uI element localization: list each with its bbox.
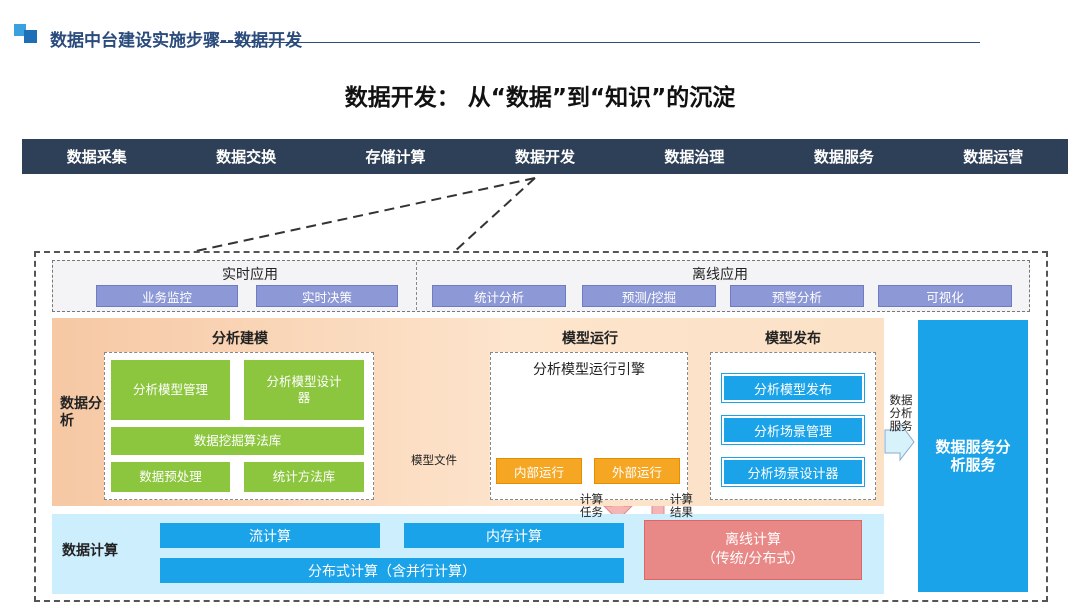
publishing-title: 模型发布 xyxy=(765,331,821,347)
detail-frame xyxy=(34,251,1048,602)
model-mgmt-cell: 分析模型管理 xyxy=(111,360,230,420)
external-run-chip: 外部运行 xyxy=(594,458,680,484)
distributed-compute-chip: 分布式计算（含并行计算） xyxy=(160,558,624,583)
application-divider xyxy=(416,262,417,310)
engine-title: 分析模型运行引擎 xyxy=(533,362,645,378)
scene-designer-chip: 分析场景设计器 xyxy=(721,457,865,487)
nav-item-service: 数据服务 xyxy=(813,148,874,166)
nav-item-develop: 数据开发 xyxy=(514,148,575,166)
app-chip-business-monitor: 业务监控 xyxy=(96,285,238,307)
compute-result-label: 计算结果 xyxy=(670,492,693,519)
preprocess-cell: 数据预处理 xyxy=(111,462,230,492)
app-chip-visualization: 可视化 xyxy=(878,285,1012,307)
nav-item-storage: 存储计算 xyxy=(365,148,426,166)
app-chip-warning: 预警分析 xyxy=(730,285,864,307)
logo-square-dark xyxy=(24,30,37,43)
offline-compute-box: 离线计算 （传统/分布式） xyxy=(644,520,862,580)
app-chip-prediction: 预测/挖掘 xyxy=(582,285,716,307)
publish-chip: 分析模型发布 xyxy=(721,373,865,403)
realtime-app-title: 实时应用 xyxy=(222,267,278,283)
memory-compute-chip: 内存计算 xyxy=(404,523,624,548)
zoom-line-right xyxy=(454,177,536,252)
title-divider xyxy=(220,42,980,43)
app-chip-realtime-decision: 实时决策 xyxy=(256,285,398,307)
page-title: 数据中台建设实施步骤--数据开发 xyxy=(50,31,303,51)
nav-item-exchange: 数据交换 xyxy=(216,148,277,166)
scene-mgmt-chip: 分析场景管理 xyxy=(721,415,865,445)
slide-subtitle: 数据开发： 从“数据”到“知识”的沉淀 xyxy=(344,85,736,111)
compute-task-label: 计算任务 xyxy=(580,492,603,519)
nav-item-operation: 数据运营 xyxy=(963,148,1024,166)
zoom-line-left xyxy=(195,177,536,252)
internal-run-chip: 内部运行 xyxy=(496,458,582,484)
modeling-title: 分析建模 xyxy=(212,331,268,347)
offline-compute-line2: （传统/分布式） xyxy=(701,551,805,567)
app-chip-statistics: 统计分析 xyxy=(432,285,566,307)
nav-item-collect: 数据采集 xyxy=(66,148,127,166)
mining-algorithm-cell: 数据挖掘算法库 xyxy=(111,427,364,455)
stream-compute-chip: 流计算 xyxy=(160,523,380,548)
compute-label: 数据计算 xyxy=(62,543,118,559)
offline-app-title: 离线应用 xyxy=(692,267,748,283)
running-title: 模型运行 xyxy=(562,331,618,347)
service-arrow-label: 数据分析服务 xyxy=(889,393,913,433)
service-arrow xyxy=(884,421,915,462)
model-designer-cell: 分析模型设计器 xyxy=(244,360,364,420)
offline-compute-line1: 离线计算 xyxy=(725,532,781,548)
stat-method-cell: 统计方法库 xyxy=(244,462,364,492)
process-nav-bar: 数据采集 数据交换 存储计算 数据开发 数据治理 数据服务 数据运营 xyxy=(22,139,1068,174)
data-service-box: 数据服务分析服务 xyxy=(918,320,1028,592)
analysis-label: 数据分析 xyxy=(60,396,102,429)
model-file-label: 模型文件 xyxy=(411,453,457,467)
logo-square-light xyxy=(14,24,26,36)
nav-item-governance: 数据治理 xyxy=(664,148,725,166)
